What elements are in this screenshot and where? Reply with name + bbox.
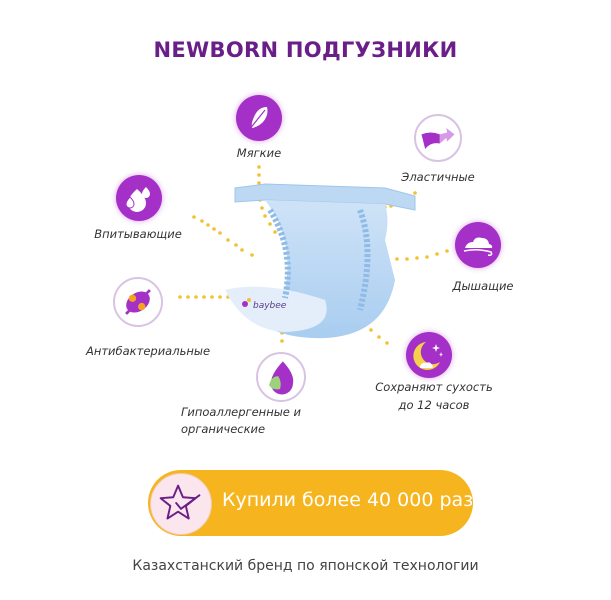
feature-antibacterial-icon-badge bbox=[113, 277, 163, 327]
page-title: NEWBORN ПОДГУЗНИКИ bbox=[153, 38, 458, 62]
feature-soft-label: Мягкие bbox=[236, 146, 282, 160]
brand-tagline: Казахстанский бренд по японской технолог… bbox=[132, 558, 479, 574]
feature-hypoallergenic-label-line2: органические bbox=[181, 422, 266, 436]
stretch-arrow-icon bbox=[421, 127, 455, 149]
purchase-count-text: Купили более 40 000 раз bbox=[222, 489, 474, 511]
star-check-icon bbox=[159, 484, 201, 520]
svg-text:baybee: baybee bbox=[253, 301, 287, 311]
feature-breathable-label: Дышащие bbox=[452, 279, 514, 293]
feature-breathable-icon-badge bbox=[455, 222, 501, 268]
feature-dry-label-line1: Сохраняют сухость bbox=[375, 380, 493, 394]
cloud-wind-icon bbox=[463, 237, 493, 256]
feature-hypoallergenic-label-line1: Гипоаллергенные и bbox=[181, 405, 301, 419]
feature-hypoallergenic-icon-badge bbox=[256, 352, 306, 402]
feature-dry-icon-badge bbox=[406, 332, 452, 378]
feature-absorbent-label: Впитывающие bbox=[94, 227, 182, 241]
feature-dry-label-line2: до 12 часов bbox=[398, 398, 470, 412]
diaper-image: baybee bbox=[225, 183, 416, 339]
brand-logo: baybee bbox=[242, 298, 287, 311]
feature-absorbent-icon-badge bbox=[116, 175, 162, 221]
feature-elastic-label: Эластичные bbox=[401, 170, 475, 184]
feature-elastic-icon-badge bbox=[414, 114, 462, 162]
feather-icon bbox=[248, 107, 268, 131]
feature-soft-icon-badge bbox=[236, 95, 282, 141]
leaf-drop-icon bbox=[269, 361, 294, 395]
moon-stars-icon bbox=[413, 342, 443, 370]
star-badge-circle bbox=[150, 473, 212, 535]
no-bacteria-icon bbox=[125, 289, 151, 315]
water-drops-icon bbox=[125, 187, 150, 212]
feature-antibacterial-label: Антибактериальные bbox=[85, 344, 211, 358]
